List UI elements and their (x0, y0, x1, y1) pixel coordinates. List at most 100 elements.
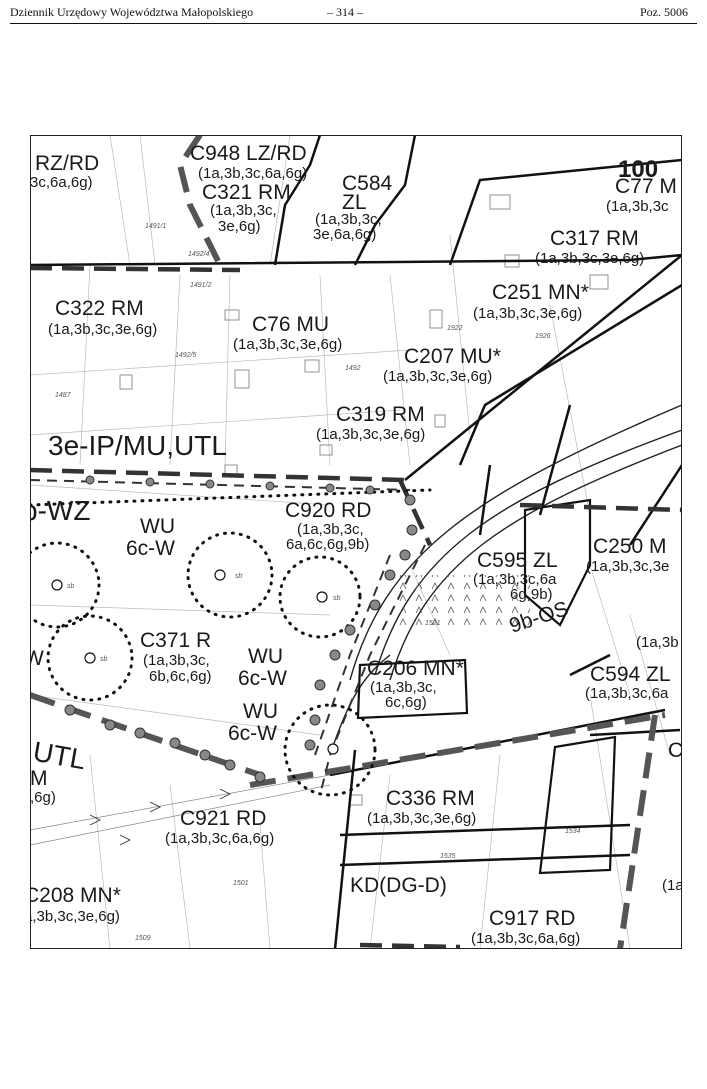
zone-label: RZ/RD 3c,6a,6g) (30, 152, 99, 191)
svg-text:6a,6c,6g,9b): 6a,6c,6g,9b) (286, 536, 369, 553)
svg-text:(1a,3b,3c,3e,6g): (1a,3b,3c,3e,6g) (367, 810, 476, 827)
parcel-numbers: 1491/1 1492/4 1491/2 1492/5 1487 1492 19… (55, 223, 581, 942)
svg-text:6c-W: 6c-W (228, 722, 277, 745)
zone-label: C948 LZ/RD (1a,3b,3c,6a,6g) (190, 142, 307, 182)
svg-text:6b,6c,6g): 6b,6c,6g) (149, 668, 212, 685)
svg-text:C584: C584 (342, 172, 393, 195)
zone-label: C250 M (1a,3b,3c,3e (586, 535, 669, 575)
zone-label: C921 RD (1a,3b,3c,6a,6g) (165, 807, 274, 847)
svg-text:1521: 1521 (425, 620, 441, 627)
zone-label: C77 M (1a,3b,3c (606, 175, 677, 215)
svg-text:1487: 1487 (55, 392, 72, 399)
svg-text:1492: 1492 (345, 365, 361, 372)
svg-text:M: M (30, 767, 48, 790)
svg-text:(1a,3b,3c,: (1a,3b,3c, (370, 679, 437, 696)
svg-text:1926: 1926 (535, 333, 551, 340)
header-rule (10, 23, 697, 24)
zone-label: M ,6g) (30, 767, 56, 806)
zone-label: 3e-IP/MU,UTL (48, 430, 227, 461)
svg-text:,6g): ,6g) (30, 789, 56, 806)
svg-text:C208 MN*: C208 MN* (30, 884, 121, 907)
svg-text:C336 RM: C336 RM (386, 787, 475, 810)
svg-text:6c-W: 6c-W (126, 537, 175, 560)
zone-label: WU 6c-W (238, 645, 287, 690)
svg-text:(1a,3b,3c,3e: (1a,3b,3c,3e (586, 558, 669, 575)
svg-text:WU: WU (243, 700, 278, 723)
svg-text:1492/5: 1492/5 (175, 352, 197, 359)
svg-text:WU: WU (248, 645, 283, 668)
svg-text:C206 MN*: C206 MN* (367, 657, 464, 680)
svg-text:(1a,3b,3c,6a: (1a,3b,3c,6a (585, 685, 669, 702)
svg-text:(1a,3b,3c,3e,6g): (1a,3b,3c,3e,6g) (48, 321, 157, 338)
svg-text:C920 RD: C920 RD (285, 499, 371, 522)
zone-label: C917 RD (1a,3b,3c,6a,6g) (471, 907, 580, 947)
svg-text:C948 LZ/RD: C948 LZ/RD (190, 142, 307, 165)
zone-label: C206 MN* (1a,3b,3c, 6c,6g) (367, 657, 464, 711)
svg-text:(1a,3b,3c,: (1a,3b,3c, (297, 521, 364, 538)
svg-text:sb: sb (67, 583, 75, 590)
zone-label: C321 RM (1a,3b,3c, 3e,6g) (202, 181, 291, 235)
svg-text:(1a,3b,3c,: (1a,3b,3c, (315, 211, 382, 228)
svg-text:(1a,3b,3c,: (1a,3b,3c, (143, 652, 210, 669)
svg-text:C921 RD: C921 RD (180, 807, 266, 830)
svg-text:(1a,3b,3c,: (1a,3b,3c, (210, 202, 277, 219)
zone-label: C594 ZL (1a,3b,3c,6a (585, 663, 671, 702)
sheet-number: 100 (618, 156, 658, 183)
svg-text:C76 MU: C76 MU (252, 313, 329, 336)
zoning-map: 1491/1 1492/4 1491/2 1492/5 1487 1492 19… (30, 135, 682, 949)
svg-text:C319 RM: C319 RM (336, 403, 425, 426)
svg-text:(1a,3b,3c,6a,6g): (1a,3b,3c,6a,6g) (471, 930, 580, 947)
zone-label: (1a,3b (636, 634, 679, 651)
svg-text:C917 RD: C917 RD (489, 907, 575, 930)
svg-text:(1a,3b,3c,6a,6g): (1a,3b,3c,6a,6g) (198, 165, 307, 182)
svg-text:1922: 1922 (447, 325, 463, 332)
zone-label: W (30, 647, 44, 670)
map-linework: 1491/1 1492/4 1491/2 1492/5 1487 1492 19… (30, 135, 682, 949)
svg-text:a,3b,3c,3e,6g): a,3b,3c,3e,6g) (30, 908, 120, 925)
zone-label: C (668, 739, 682, 762)
svg-text:3e,6g): 3e,6g) (218, 218, 261, 235)
svg-text:C207 MU*: C207 MU* (404, 345, 501, 368)
svg-text:C317 RM: C317 RM (550, 227, 639, 250)
zone-label: C207 MU* (1a,3b,3c,3e,6g) (383, 345, 501, 385)
svg-text:C250 M: C250 M (593, 535, 667, 558)
zone-label: C322 RM (1a,3b,3c,3e,6g) (48, 297, 157, 338)
svg-text:(1a,3b,3c,6a: (1a,3b,3c,6a (473, 571, 557, 588)
svg-text:(1a,3b,3c,3e,6g): (1a,3b,3c,3e,6g) (383, 368, 492, 385)
zone-label: C336 RM (1a,3b,3c,3e,6g) (367, 787, 476, 827)
zone-label: C584 ZL (1a,3b,3c, 3e,6a,6g) (313, 172, 393, 243)
svg-text:C595 ZL: C595 ZL (477, 549, 558, 572)
zone-label: C76 MU (1a,3b,3c,3e,6g) (233, 313, 342, 353)
zone-label: (1a (662, 877, 682, 894)
svg-text:3c,6a,6g): 3c,6a,6g) (30, 174, 93, 191)
svg-text:WU: WU (140, 515, 175, 538)
svg-text:1491/2: 1491/2 (190, 282, 212, 289)
svg-text:C77 M: C77 M (615, 175, 677, 198)
svg-text:(1a,3b,3c,3e,6g): (1a,3b,3c,3e,6g) (535, 250, 644, 267)
zone-label: C317 RM (1a,3b,3c,3e,6g) (535, 227, 644, 267)
svg-text:(1a,3b,3c,3e,6g): (1a,3b,3c,3e,6g) (233, 336, 342, 353)
svg-text:(1a,3b,3c: (1a,3b,3c (606, 198, 669, 215)
svg-text:C322 RM: C322 RM (55, 297, 144, 320)
svg-text:6c,6g): 6c,6g) (385, 694, 427, 711)
svg-text:1491/1: 1491/1 (145, 223, 167, 230)
svg-text:ZL: ZL (342, 191, 367, 214)
svg-text:C371 R: C371 R (140, 629, 211, 652)
svg-text:sb: sb (100, 656, 108, 663)
svg-text:C321 RM: C321 RM (202, 181, 291, 204)
zone-label: C371 R (1a,3b,3c, 6b,6c,6g) (140, 629, 212, 685)
journal-title: Dziennik Urzędowy Województwa Małopolski… (10, 5, 254, 19)
svg-text:1509: 1509 (135, 935, 151, 942)
page-number: – 314 – (327, 5, 363, 19)
svg-text:C594 ZL: C594 ZL (590, 663, 671, 686)
svg-text:(1a,3b,3c,3e,6g): (1a,3b,3c,3e,6g) (473, 305, 582, 322)
zone-label: C920 RD (1a,3b,3c, 6a,6c,6g,9b) (285, 499, 371, 553)
svg-text:sb: sb (235, 573, 243, 580)
zone-label: b-WZ (30, 495, 90, 526)
svg-text:C251 MN*: C251 MN* (492, 281, 589, 304)
svg-text:1535: 1535 (440, 853, 456, 860)
zone-label: WU 6c-W (228, 700, 278, 745)
svg-text:3e,6a,6g): 3e,6a,6g) (313, 226, 376, 243)
svg-text:1534: 1534 (565, 828, 581, 835)
svg-text:RZ/RD: RZ/RD (35, 152, 99, 175)
